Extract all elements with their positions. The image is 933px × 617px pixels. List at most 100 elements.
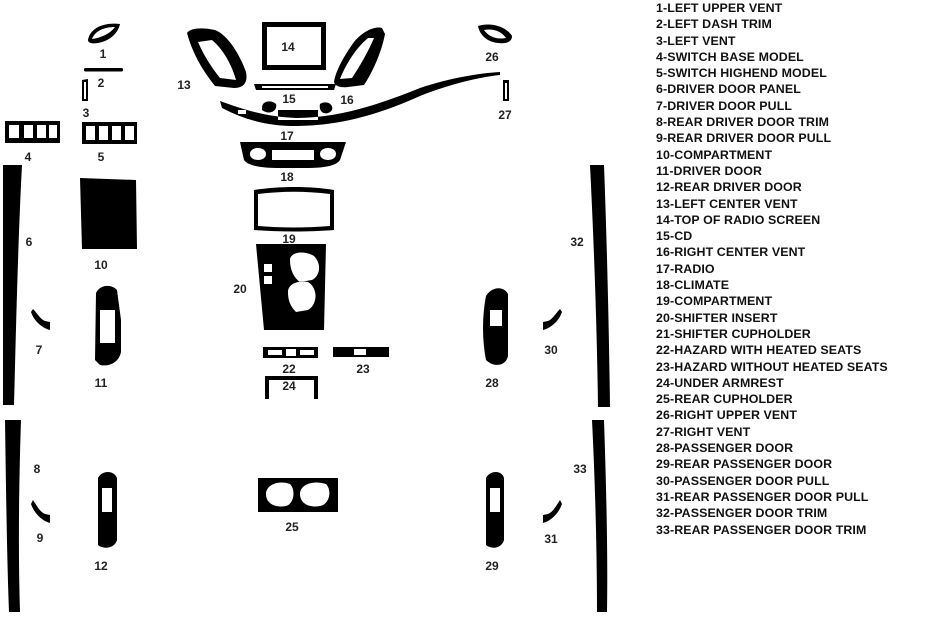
- legend-item-4: 4-SWITCH BASE MODEL: [656, 49, 804, 64]
- legend-item-13: 13-LEFT CENTER VENT: [656, 196, 798, 211]
- legend-label: PASSENGER DOOR TRIM: [674, 506, 828, 521]
- callout-3: 3: [83, 106, 90, 120]
- legend-item-20: 20-SHIFTER INSERT: [656, 310, 778, 325]
- callout-8: 8: [34, 462, 41, 476]
- legend-number: 29: [656, 457, 670, 472]
- callout-28: 28: [485, 376, 499, 390]
- legend-label: DRIVER DOOR PULL: [667, 98, 793, 113]
- part-20-shifter-insert[interactable]: [256, 244, 326, 330]
- part-24-under-armrest[interactable]: [265, 376, 318, 399]
- part-16-right-center-vent[interactable]: [334, 27, 385, 88]
- legend-number: 8: [656, 115, 663, 130]
- legend-item-16: 16-RIGHT CENTER VENT: [656, 245, 806, 260]
- legend-item-11: 11-DRIVER DOOR: [656, 163, 763, 178]
- legend-number: 25: [656, 392, 670, 407]
- part-1-left-upper-vent[interactable]: [88, 23, 120, 44]
- part-13-left-center-vent[interactable]: [187, 28, 247, 88]
- part-9-rear-driver-door-pull[interactable]: [31, 500, 50, 523]
- legend-number: 28: [656, 441, 670, 456]
- callout-25: 25: [285, 520, 299, 534]
- callout-9: 9: [37, 531, 44, 545]
- legend-number: 21: [656, 326, 670, 341]
- callout-16: 16: [340, 93, 354, 107]
- callout-24: 24: [282, 379, 296, 393]
- callout-31: 31: [544, 532, 558, 546]
- legend-label: RIGHT UPPER VENT: [674, 408, 797, 423]
- legend-item-26: 26-RIGHT UPPER VENT: [656, 408, 797, 423]
- legend-number: 13: [656, 196, 670, 211]
- legend-label: RIGHT CENTER VENT: [674, 245, 806, 260]
- legend-number: 15: [656, 229, 670, 244]
- part-17-radio[interactable]: [220, 72, 500, 126]
- legend-item-19: 19-COMPARTMENT: [656, 294, 773, 309]
- legend-item-8: 8-REAR DRIVER DOOR TRIM: [656, 115, 830, 130]
- legend-number: 16: [656, 245, 670, 260]
- legend-number: 3: [656, 33, 663, 48]
- legend-label: CLIMATE: [674, 278, 730, 293]
- legend-label: DRIVER DOOR: [673, 163, 763, 178]
- part-2-left-dash-trim[interactable]: [84, 68, 123, 72]
- part-31-rear-passenger-door-pull[interactable]: [543, 500, 562, 523]
- part-7-driver-door-pull[interactable]: [31, 309, 50, 330]
- part-19-compartment[interactable]: [254, 187, 334, 232]
- legend-number: 11: [656, 163, 670, 178]
- part-4-switch-base-model[interactable]: [5, 121, 60, 143]
- callout-26: 26: [485, 50, 499, 64]
- legend-item-7: 7-DRIVER DOOR PULL: [656, 98, 793, 113]
- part-8-rear-driver-door-trim[interactable]: [5, 420, 21, 612]
- part-10-compartment[interactable]: [80, 178, 137, 249]
- legend-number: 7: [656, 98, 663, 113]
- legend-item-33: 33-REAR PASSENGER DOOR TRIM: [656, 522, 867, 537]
- callout-5: 5: [98, 150, 105, 164]
- part-15-cd[interactable]: [254, 84, 336, 90]
- callout-2: 2: [98, 76, 105, 90]
- part-30-passenger-door-pull[interactable]: [543, 309, 562, 330]
- callout-33: 33: [573, 462, 587, 476]
- legend-label: TOP OF RADIO SCREEN: [674, 212, 821, 227]
- legend-number: 24: [656, 375, 670, 390]
- callout-21: 21: [295, 298, 309, 312]
- part-32-passenger-door-trim[interactable]: [590, 165, 610, 407]
- part-25-rear-cupholder[interactable]: [258, 478, 338, 512]
- legend-label: LEFT CENTER VENT: [674, 196, 798, 211]
- part-18-climate[interactable]: [240, 142, 346, 168]
- callout-18: 18: [280, 170, 294, 184]
- part-11-driver-door[interactable]: [95, 285, 121, 366]
- legend-label: COMPARTMENT: [674, 294, 773, 309]
- legend-number: 26: [656, 408, 670, 423]
- legend-label: SHIFTER CUPHOLDER: [674, 326, 811, 341]
- legend-number: 1: [656, 1, 663, 15]
- legend-label: SWITCH BASE MODEL: [667, 49, 804, 64]
- legend-number: 9: [656, 131, 663, 146]
- part-33-rear-passenger-door-trim[interactable]: [592, 420, 608, 612]
- part-14-top-of-radio-screen[interactable]: [262, 22, 326, 70]
- part-12-rear-driver-door[interactable]: [98, 472, 117, 548]
- part-28-passenger-door[interactable]: [483, 288, 508, 365]
- part-27-right-vent[interactable]: [503, 80, 509, 101]
- callout-22: 22: [282, 362, 296, 376]
- callout-20: 20: [233, 282, 247, 296]
- legend-item-24: 24-UNDER ARMREST: [656, 375, 784, 390]
- legend-item-23: 23-HAZARD WITHOUT HEATED SEATS: [656, 359, 888, 374]
- part-26-right-upper-vent[interactable]: [478, 24, 512, 44]
- callout-27: 27: [498, 108, 512, 122]
- legend-number: 27: [656, 424, 670, 439]
- legend-number: 6: [656, 82, 663, 97]
- legend-item-6: 6-DRIVER DOOR PANEL: [656, 82, 801, 97]
- part-5-switch-highend-model[interactable]: [82, 122, 137, 144]
- part-3-left-vent[interactable]: [82, 79, 88, 101]
- callout-14: 14: [281, 40, 295, 54]
- part-6-driver-door-panel[interactable]: [3, 165, 22, 405]
- part-23-hazard-without-heated-seats[interactable]: [333, 347, 389, 357]
- callout-1: 1: [100, 47, 107, 61]
- legend-label: HAZARD WITHOUT HEATED SEATS: [674, 359, 888, 374]
- part-29-rear-passenger-door[interactable]: [486, 472, 504, 548]
- legend-label: CD: [674, 229, 693, 244]
- legend-item-22: 22-HAZARD WITH HEATED SEATS: [656, 343, 862, 358]
- callout-30: 30: [544, 343, 558, 357]
- legend-label: REAR PASSENGER DOOR: [674, 457, 833, 472]
- legend-item-18: 18-CLIMATE: [656, 278, 730, 293]
- legend-label: LEFT VENT: [667, 33, 736, 48]
- part-22-hazard-with-heated-seats[interactable]: [263, 347, 318, 358]
